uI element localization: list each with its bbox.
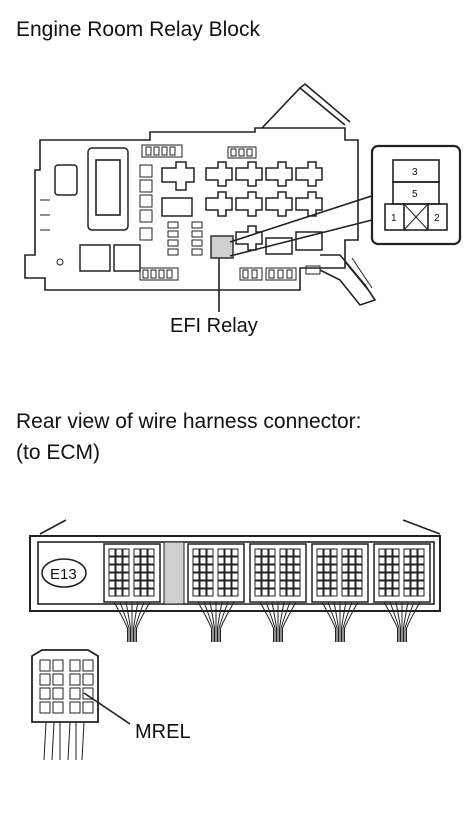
mrel-pin-cell bbox=[69, 659, 81, 672]
mrel-pin-cell bbox=[52, 659, 64, 672]
pin-3: 3 bbox=[412, 167, 418, 178]
mrel-pin-cell bbox=[39, 673, 51, 686]
ecm-pin-block bbox=[373, 543, 431, 603]
mrel-connector bbox=[31, 649, 131, 761]
mrel-pin-cell bbox=[82, 687, 94, 700]
relay-pin-inset: 3 5 1 2 bbox=[370, 144, 462, 246]
e13-badge bbox=[41, 558, 87, 588]
mrel-pin-cell bbox=[52, 701, 64, 714]
rear-view-subcaption: (to ECM) bbox=[16, 441, 100, 464]
mrel-label: MREL bbox=[135, 721, 191, 743]
mrel-pin-cell bbox=[69, 687, 81, 700]
efi-relay-label: EFI Relay bbox=[170, 315, 258, 337]
relay-block-body bbox=[24, 82, 377, 306]
mrel-pin-cell bbox=[82, 673, 94, 686]
mrel-pin-cell bbox=[82, 659, 94, 672]
ecm-pin-block bbox=[311, 543, 369, 603]
mrel-pin-cell bbox=[69, 673, 81, 686]
leader-line-mrel bbox=[83, 692, 131, 725]
mrel-pin-cell bbox=[52, 673, 64, 686]
pin-1: 1 bbox=[391, 213, 397, 224]
efi-relay-highlight bbox=[210, 235, 234, 259]
rear-view-caption: Rear view of wire harness connector: bbox=[16, 410, 362, 433]
ecm-pin-block bbox=[249, 543, 307, 603]
pin-2: 2 bbox=[434, 213, 440, 224]
pin-5: 5 bbox=[412, 189, 418, 200]
connector-code: E13 bbox=[50, 566, 77, 583]
leader-line-inset bbox=[229, 191, 385, 243]
diagram-title: Engine Room Relay Block bbox=[16, 18, 260, 41]
ecm-pin-block bbox=[103, 543, 161, 603]
ecm-pin-block bbox=[187, 543, 245, 603]
mrel-pin-cell bbox=[82, 701, 94, 714]
mrel-pin-cell bbox=[39, 659, 51, 672]
wire-harness bbox=[113, 601, 421, 642]
mrel-pin-cell bbox=[39, 701, 51, 714]
mrel-pin-cell bbox=[52, 687, 64, 700]
mrel-pin-cell bbox=[39, 687, 51, 700]
mrel-pin-cell bbox=[69, 701, 81, 714]
ecm-connector: E13 bbox=[29, 519, 441, 612]
